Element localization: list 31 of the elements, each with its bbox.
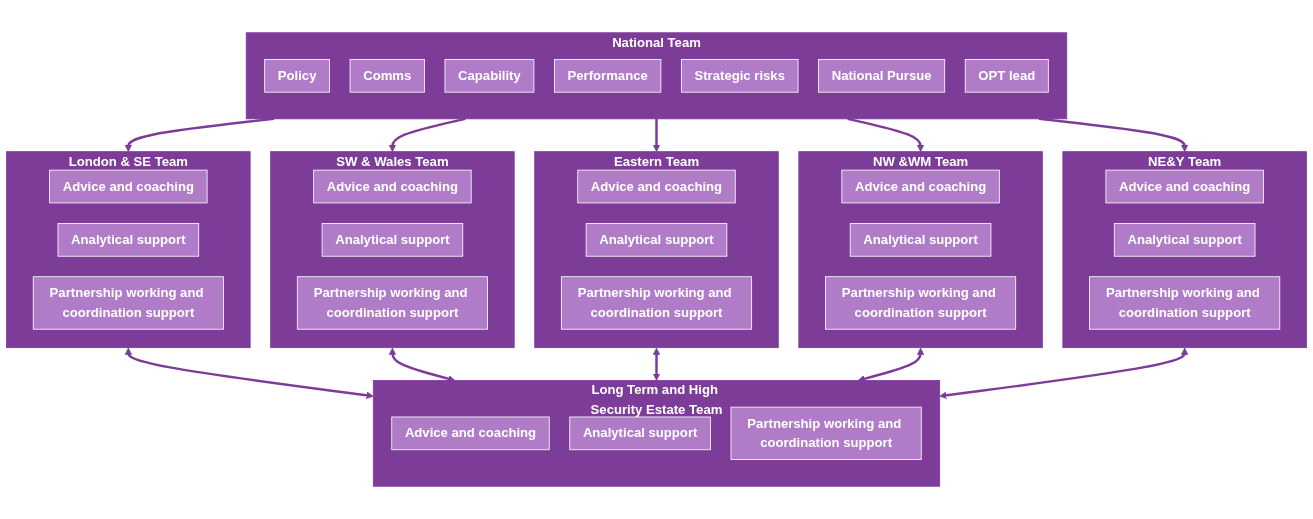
node-box: Advice and coaching (49, 169, 208, 204)
node-box: Comms (349, 59, 425, 93)
node-box: Partnership working and coordination support (32, 276, 224, 330)
node-box: Partnership working and coordination support (1089, 276, 1281, 330)
node-box: Partnership working and coordination support (560, 276, 753, 330)
arrow (847, 117, 925, 152)
node-box: National Pursue (818, 59, 946, 93)
node-box: Performance (554, 59, 662, 93)
node-box: Analytical support (321, 223, 464, 257)
arrow (388, 117, 466, 152)
node-box: Capability (444, 59, 535, 93)
node-box: Analytical support (569, 416, 711, 451)
node-box: Advice and coaching (841, 169, 1000, 204)
node-box: Advice and coaching (1105, 169, 1264, 204)
node-box: Advice and coaching (313, 169, 472, 204)
node-box: Policy (264, 59, 330, 93)
node-box: Partnership working and coordination support (730, 406, 922, 461)
node-box: Partnership working and coordination support (825, 276, 1017, 330)
node-box: OPT lead (964, 59, 1049, 93)
arrow (124, 347, 374, 399)
node-box: Strategic risks (680, 59, 799, 93)
node-box: Advice and coaching (391, 416, 550, 451)
node-box: Analytical support (585, 223, 728, 257)
arrow (652, 118, 661, 152)
node-box: Analytical support (1113, 223, 1256, 257)
node-box: Analytical support (849, 223, 992, 257)
node-box: Analytical support (57, 223, 200, 257)
node-box: Partnership working and coordination support (296, 276, 488, 330)
node-box: Advice and coaching (577, 169, 736, 204)
arrow (939, 347, 1189, 399)
arrow (652, 347, 661, 381)
